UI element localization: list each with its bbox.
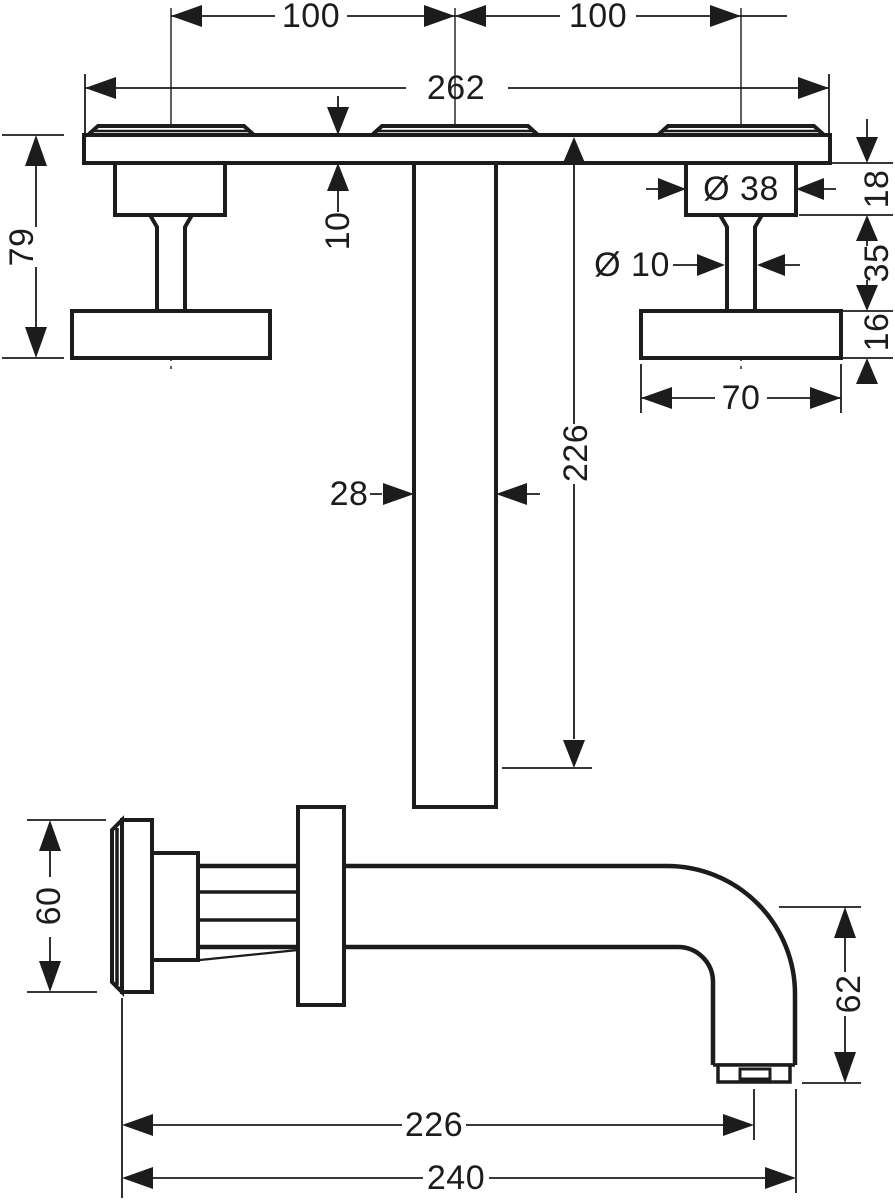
dim-label-plate-thickness: 10: [319, 212, 357, 251]
extension-lines: [640, 364, 842, 413]
dim-label-handle-base-depth: 18: [858, 170, 895, 209]
handle-stem-side: [198, 890, 299, 922]
extension-ticks: [27, 819, 106, 993]
valve-taper-line: [199, 948, 299, 962]
dim-spout-drop: 62: [779, 906, 868, 1084]
handle-bar-side: [296, 805, 346, 1007]
dim-label-handle-bar-length: 70: [722, 379, 761, 417]
dim-label-handle-base-diameter: Ø 38: [703, 170, 779, 208]
dim-handle-bar-length: 70: [640, 364, 842, 417]
extension-lines: [121, 998, 755, 1198]
dim-label-spout-drop: 62: [830, 975, 868, 1014]
front-view: [70, 124, 843, 809]
dim-plate-thickness: 10: [319, 96, 357, 250]
left-handle-stem: [146, 213, 196, 313]
dim-plate-width: 262: [84, 69, 830, 133]
dim-handle-base-diameter: Ø 38: [646, 170, 836, 208]
dim-label-escutcheon-diameter: 60: [30, 887, 68, 926]
dim-spout-width: 28: [330, 475, 540, 513]
dim-spout-length: 226: [502, 137, 595, 769]
dim-arrowheads: [327, 107, 349, 191]
extension-lines-top: [170, 8, 742, 126]
dim-arrowheads: [697, 254, 785, 276]
left-valve-body: [113, 161, 227, 217]
dim-label-plate-width: 262: [427, 69, 485, 107]
escutcheon-disc-side: [120, 818, 154, 994]
wall-plate: [82, 133, 832, 165]
dim-label-spout-width: 28: [330, 475, 369, 513]
dim-label-stem-length: 35: [858, 244, 895, 283]
dim-label-overall-reach: 240: [427, 1159, 485, 1197]
extension-ticks: [799, 162, 893, 359]
dim-overall-reach: 240: [122, 1089, 797, 1197]
dim-escutcheon-diameter: 60: [27, 819, 106, 993]
dim-spout-reach: 226: [121, 998, 755, 1198]
dim-label-spout-reach: 226: [405, 1106, 463, 1144]
dim-label-handle-bar-thickness: 16: [858, 313, 895, 352]
right-handle-stem: [716, 213, 766, 313]
valve-body-side: [148, 851, 200, 962]
dim-label-handle-spacing-left: 100: [282, 0, 340, 35]
right-handle-bar: [639, 309, 843, 360]
dim-right-chain: 18 35 16: [799, 119, 895, 384]
extension-ticks: [2, 134, 64, 359]
dim-arrowheads: [383, 483, 527, 505]
dim-label-spout-length: 226: [557, 424, 595, 482]
dim-handle-spacing: 100 100: [171, 0, 787, 35]
aerator-insert: [738, 1067, 772, 1081]
dim-arrowheads: [171, 5, 741, 27]
dim-label-handle-spacing-right: 100: [569, 0, 627, 35]
dim-label-stem-diameter: Ø 10: [594, 246, 670, 284]
dim-stem-diameter: Ø 10: [594, 246, 800, 284]
left-handle-bar: [70, 309, 272, 360]
side-view: [110, 805, 798, 1084]
dim-handle-projection: 79: [2, 134, 64, 359]
spout-tube-inner: [198, 944, 716, 1065]
dim-label-handle-projection: 79: [3, 228, 41, 267]
spout-tube-outer: [198, 863, 798, 1065]
spout-pipe-front: [412, 161, 498, 809]
extension-lines: [84, 74, 830, 133]
extension-ticks: [779, 906, 861, 1084]
